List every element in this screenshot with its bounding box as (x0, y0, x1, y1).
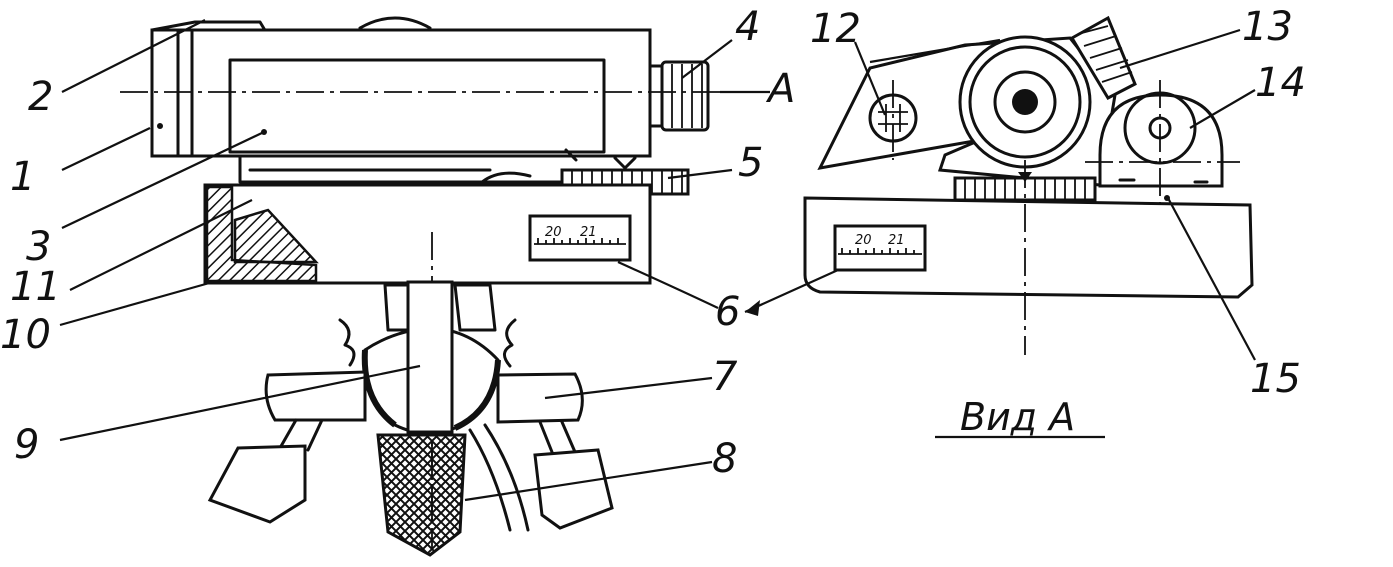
view-a: 20 21 (803, 15, 1254, 355)
callout-15: 15 (1250, 356, 1301, 402)
callout-8: 8 (712, 436, 737, 482)
telescope (150, 16, 710, 158)
micrometer-scale-left: 20 21 (528, 214, 632, 262)
view-caption-group: Вид А (935, 395, 1105, 439)
callout-7: 7 (712, 354, 738, 400)
telescope-support (238, 148, 637, 184)
tripod-legs (207, 418, 614, 532)
callout-6: 6 (715, 289, 740, 335)
tripod-crossbar (264, 370, 584, 424)
scale-left-label-2: 21 (580, 225, 597, 240)
callout-4: 4 (735, 4, 760, 50)
callout-9: 9 (14, 422, 39, 468)
callout-5: 5 (738, 140, 763, 186)
tripod-head (338, 280, 517, 435)
scale-right-label-2: 21 (888, 233, 905, 248)
micrometer-scale-right: 20 21 (833, 224, 927, 272)
side-view: 20 21 (120, 16, 770, 557)
callout-13: 13 (1242, 4, 1293, 50)
view-caption: Вид А (960, 395, 1075, 439)
base-plate: 20 21 (203, 183, 652, 520)
callout-14: 14 (1255, 60, 1306, 106)
callouts-left: 1 2 3 4 5 6 7 8 9 10 11 A (0, 4, 795, 482)
callout-11: 11 (10, 264, 61, 310)
callouts-right: 12 13 14 15 (810, 4, 1306, 402)
callout-1: 1 (10, 154, 35, 200)
axis-label-a: A (765, 66, 795, 112)
leaders-right (744, 28, 1256, 361)
callout-12: 12 (810, 6, 861, 52)
callout-3: 3 (26, 224, 51, 270)
scale-right-label-1: 20 (855, 233, 872, 248)
callout-2: 2 (28, 74, 53, 120)
callout-10: 10 (0, 312, 51, 358)
tripod-spike (376, 433, 467, 557)
scale-left-label-1: 20 (545, 225, 562, 240)
focus-knob-13 (1069, 15, 1137, 100)
leaders-left (59, 19, 770, 502)
